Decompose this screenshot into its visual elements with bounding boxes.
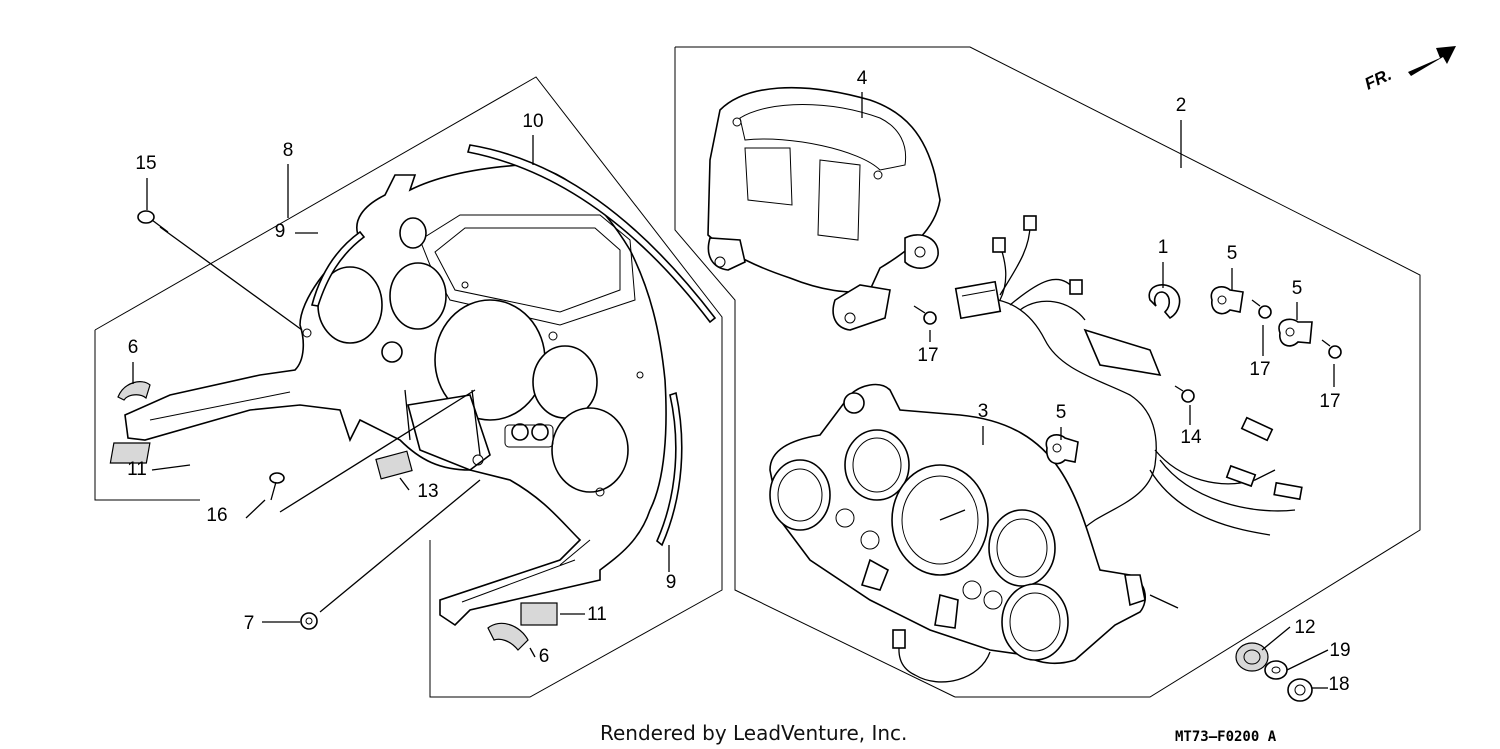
arrow-icon <box>1408 46 1456 76</box>
callout-c17b: 17 <box>1249 359 1270 380</box>
callout-c18: 18 <box>1328 674 1349 695</box>
callout-c1: 1 <box>1158 237 1169 258</box>
front-direction-arrow: FR. <box>1362 46 1456 94</box>
cushion-6-right <box>487 622 529 651</box>
callout-c9b: 9 <box>666 572 677 593</box>
meter-assembly <box>769 383 1179 683</box>
screw-17-c <box>1321 339 1342 359</box>
washer-19 <box>1264 660 1288 680</box>
callout-c13: 13 <box>417 481 438 502</box>
foam-11-right <box>520 602 558 626</box>
fr-label: FR. <box>1362 65 1395 94</box>
screw-14 <box>1174 385 1195 403</box>
callout-c12: 12 <box>1294 617 1315 638</box>
callout-c11a: 11 <box>127 459 147 480</box>
grommet-12 <box>1235 642 1269 672</box>
screw-15 <box>137 210 169 233</box>
callout-c19: 19 <box>1329 640 1350 661</box>
callout-c17c: 17 <box>1319 391 1340 412</box>
callout-c15: 15 <box>135 153 156 174</box>
drawing-code: MT73–F0200 A <box>1175 729 1277 745</box>
right-seal-strip <box>656 391 683 547</box>
callout-c6b: 6 <box>539 646 550 667</box>
clip-5-b <box>1278 318 1313 347</box>
clip-5-a <box>1210 286 1244 315</box>
callout-c4: 4 <box>857 68 868 89</box>
collar-18 <box>1287 678 1313 702</box>
callout-c17a: 17 <box>917 345 938 366</box>
left-group-boundary <box>94 76 723 698</box>
meter-panel-cover <box>124 164 667 627</box>
upper-meter-cover <box>707 86 941 331</box>
upper-trim-strip <box>466 144 717 324</box>
callout-c5c: 5 <box>1056 402 1067 423</box>
screw-17-b <box>1251 299 1272 319</box>
credit-text: Rendered by LeadVenture, Inc. <box>600 721 907 745</box>
wire-harness <box>954 215 1303 561</box>
clamp-1 <box>1148 284 1181 320</box>
screw-16 <box>269 472 285 501</box>
left-seal-strip <box>310 230 366 307</box>
callout-c8: 8 <box>283 140 294 161</box>
screw-17-a <box>913 305 937 325</box>
callout-c6a: 6 <box>128 337 139 358</box>
callout-c5a: 5 <box>1227 243 1238 264</box>
callout-c10: 10 <box>522 111 543 132</box>
callout-c3: 3 <box>978 401 989 422</box>
foam-11-left <box>109 442 151 464</box>
callout-c11b: 11 <box>587 604 607 625</box>
callout-c16: 16 <box>206 505 227 526</box>
cushion-6-left <box>117 381 151 401</box>
clip-13 <box>375 450 413 480</box>
right-group-boundary <box>674 46 1421 698</box>
callout-c9a: 9 <box>275 221 286 242</box>
callout-c14: 14 <box>1180 427 1202 448</box>
callout-c5b: 5 <box>1292 278 1303 299</box>
callout-c7: 7 <box>244 613 255 634</box>
leader-lines <box>132 92 1335 689</box>
callout-c2: 2 <box>1176 95 1187 116</box>
clip-5-c <box>1045 434 1079 465</box>
nut-7 <box>300 612 318 630</box>
